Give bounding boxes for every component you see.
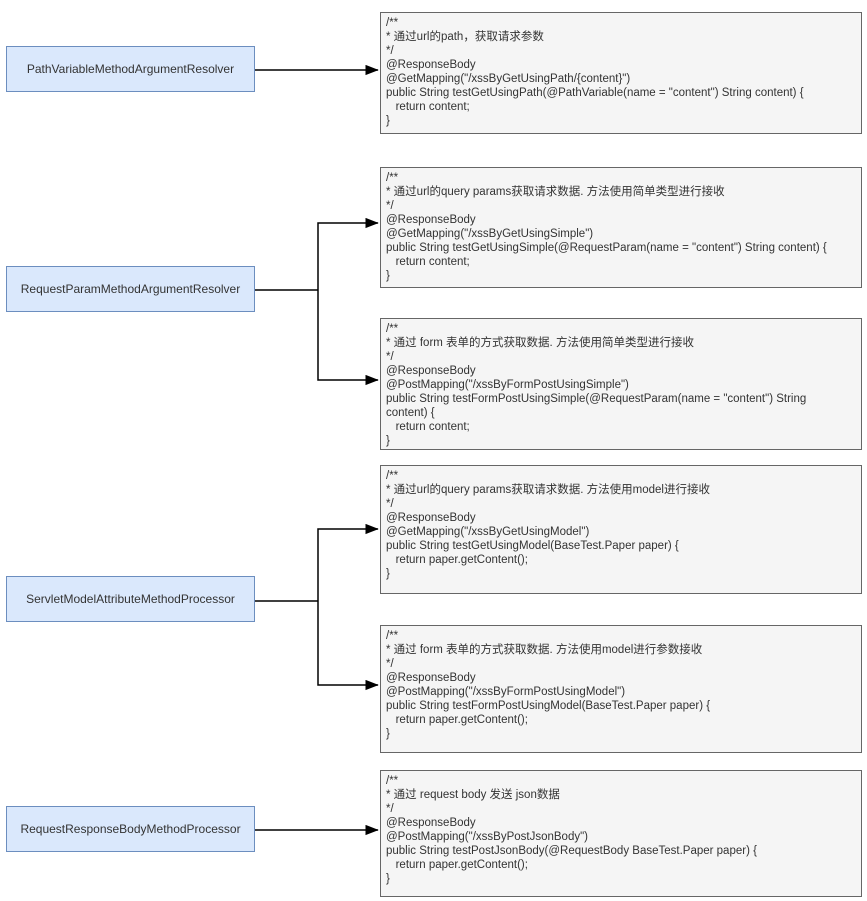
code-block-post-json-body: /** * 通过 request body 发送 json数据 */ @Resp… [380, 770, 862, 897]
resolver-box-servletmodelattribute: ServletModelAttributeMethodProcessor [6, 576, 255, 622]
code-block-get-using-path: /** * 通过url的path，获取请求参数 */ @ResponseBody… [380, 12, 862, 134]
connector-requestparam-to-block2 [317, 217, 379, 290]
code-block-get-using-model: /** * 通过url的query params获取请求数据. 方法使用mode… [380, 465, 862, 594]
connector-servletmodel-to-block5 [317, 601, 379, 691]
resolver-box-pathvariable: PathVariableMethodArgumentResolver [6, 46, 255, 92]
resolver-box-requestresponsebody: RequestResponseBodyMethodProcessor [6, 806, 255, 852]
code-block-get-using-simple: /** * 通过url的query params获取请求数据. 方法使用简单类型… [380, 167, 862, 288]
connector-servletmodel-to-block4 [317, 523, 379, 601]
code-block-form-post-using-simple: /** * 通过 form 表单的方式获取数据. 方法使用简单类型进行接收 */… [380, 318, 862, 450]
resolver-box-requestparam: RequestParamMethodArgumentResolver [6, 266, 255, 312]
code-block-form-post-using-model: /** * 通过 form 表单的方式获取数据. 方法使用model进行参数接收… [380, 625, 862, 753]
connector-requestparam-to-block3 [317, 290, 379, 386]
